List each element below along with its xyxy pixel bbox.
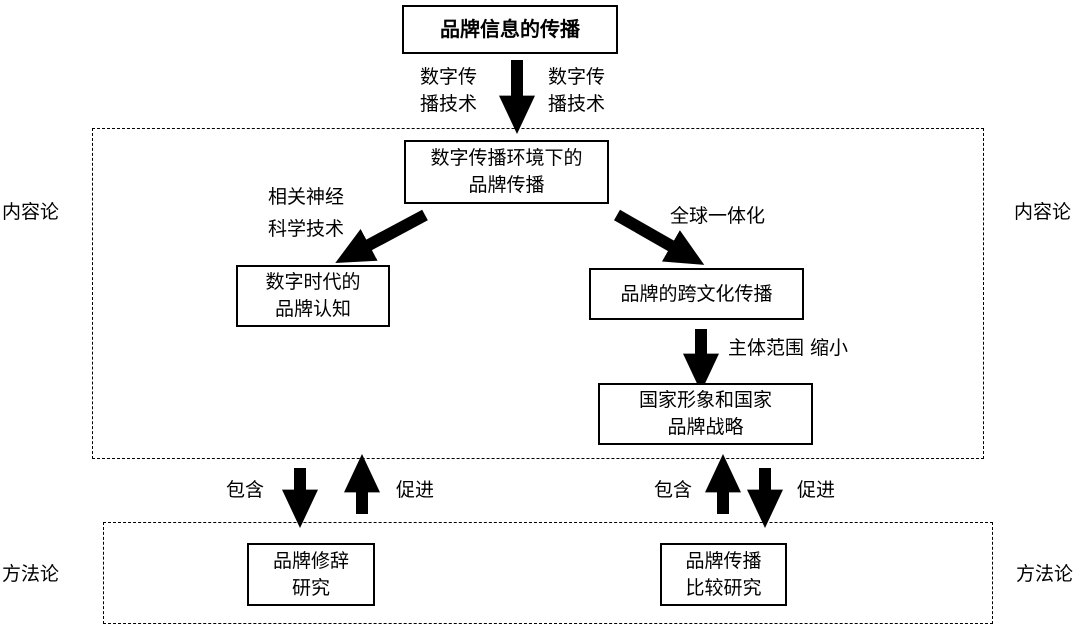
tech-left-label: 数字传 播技术	[420, 66, 478, 115]
method-region	[103, 522, 993, 624]
center-box-label: 数字传播环境下的 品牌传播	[430, 147, 583, 196]
content-region	[92, 128, 984, 459]
content-theory-left: 内容论	[2, 201, 60, 223]
left-box: 数字时代的 品牌认知	[236, 265, 390, 327]
include-left-label: 包含	[226, 479, 265, 501]
method-theory-left: 方法论	[2, 563, 60, 585]
left-box-label: 数字时代的 品牌认知	[265, 271, 361, 320]
top-box-label: 品牌信息的传播	[440, 17, 580, 41]
comparative-box: 品牌传播 比较研究	[660, 543, 787, 606]
national-box: 国家形象和国家 品牌战略	[598, 383, 813, 445]
neuro-label: 相关神经 科学技术	[268, 186, 345, 240]
content-theory-right: 内容论	[1014, 201, 1072, 223]
promote-left-label: 促进	[396, 479, 435, 501]
tech-right-label: 数字传 播技术	[548, 66, 606, 115]
national-box-label: 国家形象和国家 品牌战略	[638, 389, 772, 438]
top-box: 品牌信息的传播	[402, 5, 618, 54]
narrow-label: 主体范围 缩小	[728, 337, 849, 359]
include-right-label: 包含	[654, 479, 693, 501]
rhetoric-box: 品牌修辞 研究	[247, 543, 375, 606]
right-box: 品牌的跨文化传播	[589, 268, 804, 320]
promote-right-label: 促进	[797, 479, 836, 501]
global-label: 全球一体化	[670, 205, 766, 227]
arrow-to-right	[614, 209, 705, 265]
method-theory-right: 方法论	[1016, 563, 1074, 585]
arrow-to-left	[335, 209, 428, 263]
right-box-label: 品牌的跨文化传播	[620, 282, 773, 305]
rhetoric-box-label: 品牌修辞 研究	[272, 549, 349, 599]
center-box: 数字传播环境下的 品牌传播	[404, 140, 609, 204]
comparative-box-label: 品牌传播 比较研究	[685, 549, 762, 599]
